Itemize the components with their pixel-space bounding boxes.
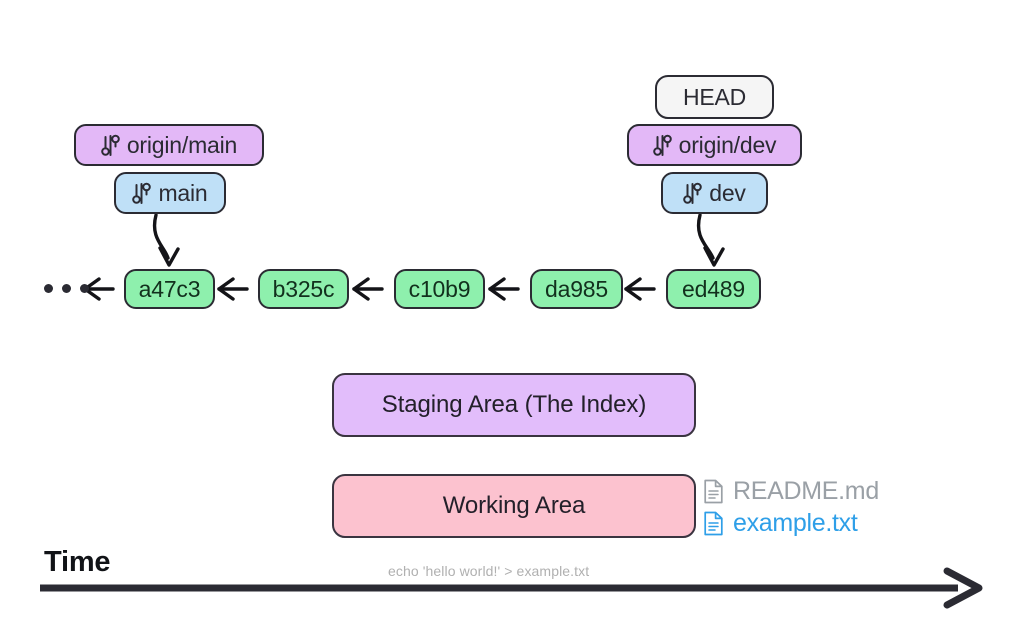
git-branch-icon <box>683 182 703 205</box>
commit-hash: c10b9 <box>408 275 471 302</box>
ellipsis-dot <box>80 284 89 293</box>
commit-hash: da985 <box>545 275 608 302</box>
ref-dev[interactable]: dev <box>661 172 768 214</box>
ref-head[interactable]: HEAD <box>655 75 774 119</box>
file-item-example[interactable]: example.txt <box>703 509 858 538</box>
earlier-commits-ellipsis <box>44 284 89 293</box>
file-document-icon <box>703 511 724 536</box>
working-area-label: Working Area <box>442 492 586 519</box>
commit-node[interactable]: b325c <box>258 269 349 309</box>
git-branch-icon <box>652 134 672 157</box>
working-area-box[interactable]: Working Area <box>332 474 696 538</box>
git-branch-icon <box>101 134 120 157</box>
shell-command-text: echo 'hello world!' > example.txt <box>388 563 590 579</box>
ref-origin-dev[interactable]: origin/dev <box>627 124 802 166</box>
ref-dev-label: dev <box>709 179 746 206</box>
commit-node[interactable]: ed489 <box>666 269 761 309</box>
staging-area-box[interactable]: Staging Area (The Index) <box>332 373 696 437</box>
file-item-readme[interactable]: README.md <box>703 477 879 506</box>
ellipsis-dot <box>44 284 53 293</box>
file-name: example.txt <box>733 509 858 537</box>
commit-hash: b325c <box>272 275 335 302</box>
commit-node[interactable]: da985 <box>530 269 623 309</box>
commit-node[interactable]: c10b9 <box>394 269 485 309</box>
time-axis-label: Time <box>44 546 111 578</box>
ellipsis-dot <box>62 284 71 293</box>
commit-node[interactable]: a47c3 <box>124 269 215 309</box>
staging-area-label: Staging Area (The Index) <box>381 391 647 418</box>
ref-main-label: main <box>158 179 208 206</box>
file-name: README.md <box>733 477 879 505</box>
commit-hash: ed489 <box>682 275 745 302</box>
commit-hash: a47c3 <box>138 275 201 302</box>
ref-origin-dev-label: origin/dev <box>678 131 777 158</box>
ref-main[interactable]: main <box>114 172 226 214</box>
arrow-main-to-commit <box>152 213 180 267</box>
file-document-icon <box>703 479 724 504</box>
ref-origin-main-label: origin/main <box>126 131 238 158</box>
arrow-dev-to-commit <box>696 213 725 267</box>
ref-origin-main[interactable]: origin/main <box>74 124 264 166</box>
git-branch-icon <box>132 182 152 205</box>
ref-head-label: HEAD <box>682 83 747 110</box>
